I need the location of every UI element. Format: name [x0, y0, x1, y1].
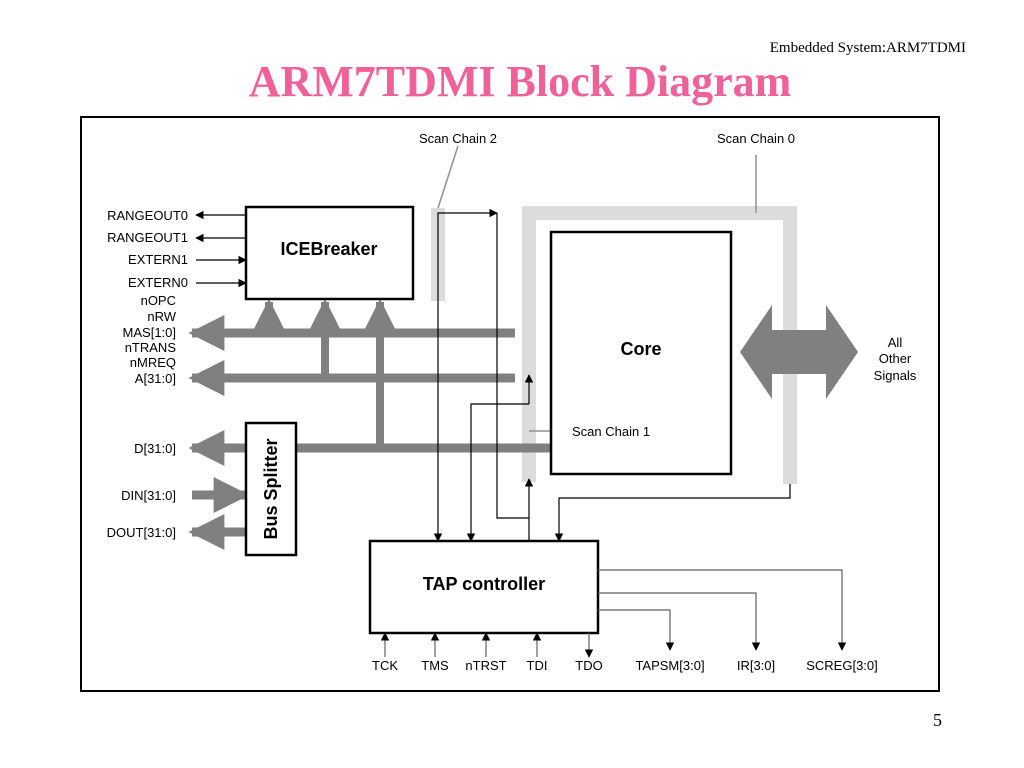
tap-pin-label: TCK: [372, 658, 398, 673]
signal-label: DIN[31:0]: [121, 488, 176, 503]
tap-connections: [433, 208, 791, 542]
other-signals-arrow: [740, 305, 858, 399]
tap-pin-label: TMS: [421, 658, 449, 673]
signal-label: EXTERN1: [128, 252, 188, 267]
signal-label: nMREQ: [130, 355, 176, 370]
scan-chain-1-label: Scan Chain 1: [572, 424, 650, 439]
tap-pin-label: TDO: [575, 658, 602, 673]
tap-pin-label: TAPSM[3:0]: [635, 658, 704, 673]
tap-controller-block: [368, 539, 600, 635]
core-block: [549, 230, 733, 476]
signal-label: nRW: [147, 309, 176, 324]
signal-label: DOUT[31:0]: [107, 525, 176, 540]
tap-pin-label: SCREG[3:0]: [806, 658, 878, 673]
bus-splitter-label: Bus Splitter: [261, 438, 281, 539]
scan-chain-2-label: Scan Chain 2: [419, 131, 497, 146]
tap-pin-label: TDI: [527, 658, 548, 673]
signal-label: RANGEOUT1: [107, 230, 188, 245]
tap-controller-label: TAP controller: [423, 574, 545, 594]
signal-label: RANGEOUT0: [107, 208, 188, 223]
other-signals-label: All Other Signals: [874, 335, 917, 383]
tap-pin-label: nTRST: [465, 658, 506, 673]
header-note: Embedded System:ARM7TDMI: [769, 40, 966, 56]
signal-label: D[31:0]: [134, 441, 176, 456]
signal-label: MAS[1:0]: [123, 325, 176, 340]
tap-pin-lines: [380, 569, 847, 658]
other-signals-line: Signals: [874, 368, 917, 383]
tap-pin-labels: TCK TMS nTRST TDI TDO TAPSM[3:0] IR[3:0]…: [372, 658, 878, 673]
signal-label: nTRANS: [125, 340, 177, 355]
left-signal-labels: RANGEOUT0 RANGEOUT1 EXTERN1 EXTERN0 nOPC…: [107, 208, 188, 540]
signal-label: A[31:0]: [135, 371, 176, 386]
icebreaker-label: ICEBreaker: [280, 239, 377, 259]
scan-chain-0-label: Scan Chain 0: [717, 131, 795, 146]
page-number: 5: [933, 710, 942, 730]
signal-label: EXTERN0: [128, 275, 188, 290]
slide-title: ARM7TDMI Block Diagram: [248, 57, 792, 106]
other-signals-line: All: [888, 335, 903, 350]
bus-splitter-block: [244, 421, 298, 557]
icebreaker-block: [244, 205, 415, 301]
icebreaker-signals: [195, 210, 247, 288]
other-signals-line: Other: [879, 351, 912, 366]
tap-pin-label: IR[3:0]: [737, 658, 775, 673]
signal-label: nOPC: [141, 293, 176, 308]
core-label: Core: [620, 339, 661, 359]
